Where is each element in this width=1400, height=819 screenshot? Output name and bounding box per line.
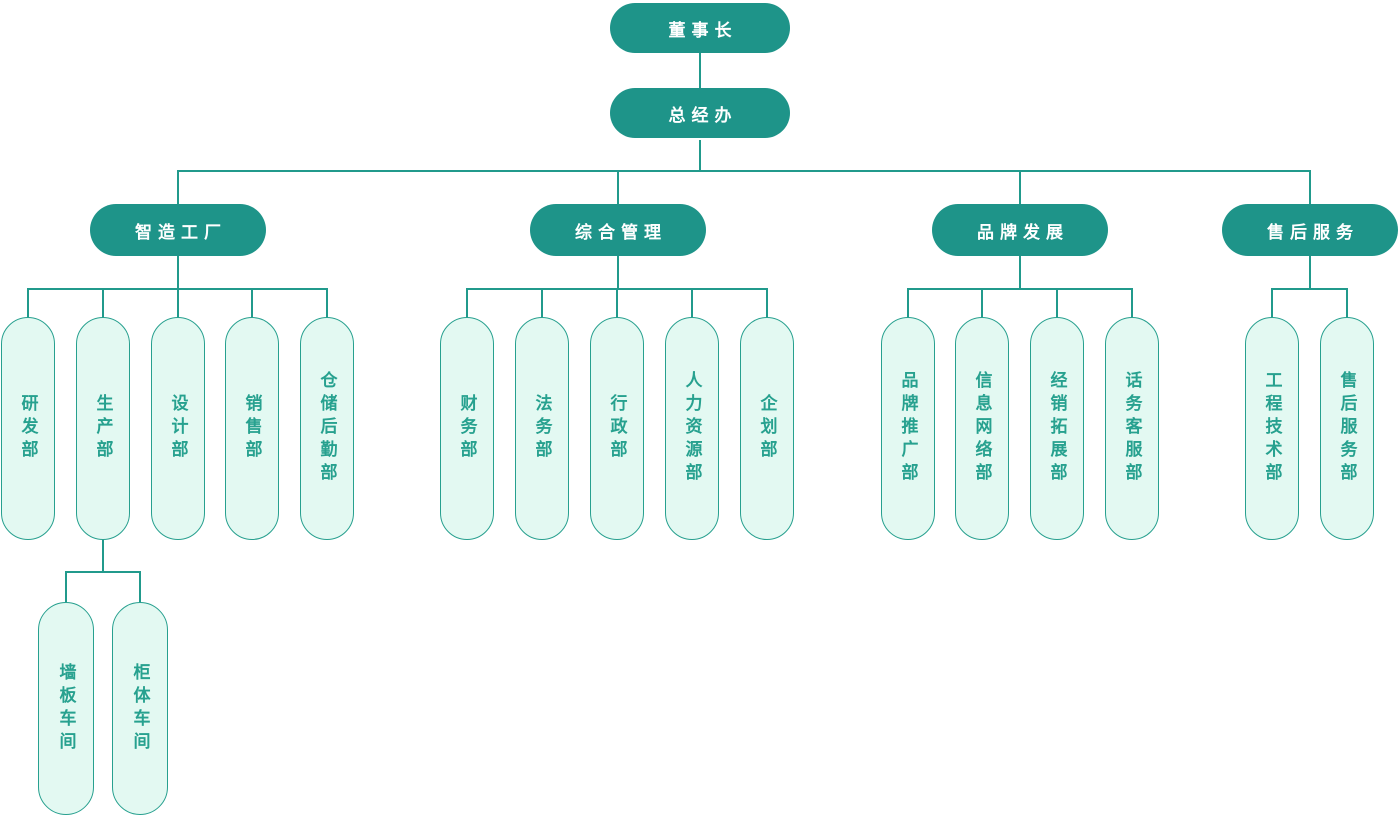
connector: [699, 140, 701, 170]
node-dept-design: 设计部: [151, 317, 205, 540]
connector: [177, 256, 179, 288]
node-smart-factory-label: 智造工厂: [135, 222, 227, 242]
connector: [1019, 170, 1021, 204]
node-dept-brand-promotion-label: 品牌推广部: [898, 371, 918, 486]
connector: [65, 571, 141, 573]
connector: [466, 288, 468, 318]
node-dept-planning-label: 企划部: [757, 394, 777, 463]
node-general-manager-office: 总经办: [610, 88, 790, 138]
connector: [616, 288, 618, 318]
node-dept-info-network-label: 信息网络部: [972, 371, 992, 486]
connector: [139, 571, 141, 602]
node-workshop-cabinet-label: 柜体车间: [130, 662, 150, 755]
node-chairman-label: 董事长: [668, 20, 738, 40]
node-dept-after-sales-label: 售后服务部: [1337, 371, 1357, 486]
connector: [326, 288, 328, 318]
node-dept-brand-promotion: 品牌推广部: [881, 317, 935, 540]
node-dept-sales: 销售部: [225, 317, 279, 540]
connector: [177, 170, 1311, 172]
node-dept-rd: 研发部: [1, 317, 55, 540]
connector: [1309, 170, 1311, 204]
connector: [65, 571, 67, 602]
connector: [617, 256, 619, 288]
node-dept-legal: 法务部: [515, 317, 569, 540]
node-dept-warehouse-logistics-label: 仓储后勤部: [317, 371, 337, 486]
node-workshop-wall-panel-label: 墙板车间: [56, 662, 76, 755]
connector: [102, 288, 104, 318]
connector: [1346, 288, 1348, 318]
node-dept-engineering-tech-label: 工程技术部: [1262, 371, 1282, 486]
node-dept-dealer-expansion-label: 经销拓展部: [1047, 371, 1067, 486]
connector: [1271, 288, 1273, 318]
node-dept-warehouse-logistics: 仓储后勤部: [300, 317, 354, 540]
node-general-management-label: 综合管理: [575, 222, 667, 242]
node-general-manager-office-label: 总经办: [668, 105, 738, 125]
node-chairman: 董事长: [610, 3, 790, 53]
node-brand-development-label: 品牌发展: [977, 222, 1069, 242]
node-dept-admin: 行政部: [590, 317, 644, 540]
node-dept-finance-label: 财务部: [457, 394, 477, 463]
node-dept-planning: 企划部: [740, 317, 794, 540]
connector: [907, 288, 1133, 290]
connector: [251, 288, 253, 318]
node-dept-hr: 人力资源部: [665, 317, 719, 540]
node-dept-call-center: 话务客服部: [1105, 317, 1159, 540]
connector: [1271, 288, 1348, 290]
node-dept-engineering-tech: 工程技术部: [1245, 317, 1299, 540]
node-workshop-cabinet: 柜体车间: [112, 602, 168, 815]
connector: [541, 288, 543, 318]
connector: [177, 288, 179, 318]
connector: [907, 288, 909, 318]
node-dept-info-network: 信息网络部: [955, 317, 1009, 540]
node-dept-rd-label: 研发部: [18, 394, 38, 463]
connector: [1019, 256, 1021, 288]
connector: [1131, 288, 1133, 318]
node-dept-after-sales: 售后服务部: [1320, 317, 1374, 540]
node-dept-design-label: 设计部: [168, 394, 188, 463]
node-dept-dealer-expansion: 经销拓展部: [1030, 317, 1084, 540]
connector: [766, 288, 768, 318]
node-workshop-wall-panel: 墙板车间: [38, 602, 94, 815]
connector: [617, 170, 619, 204]
connector: [1309, 256, 1311, 288]
node-brand-development: 品牌发展: [932, 204, 1108, 256]
node-dept-sales-label: 销售部: [242, 394, 262, 463]
connector: [699, 53, 701, 88]
node-after-sales-service-label: 售后服务: [1267, 222, 1359, 242]
node-dept-hr-label: 人力资源部: [682, 371, 702, 486]
connector: [691, 288, 693, 318]
connector: [981, 288, 983, 318]
node-after-sales-service: 售后服务: [1222, 204, 1398, 256]
node-general-management: 综合管理: [530, 204, 706, 256]
node-dept-admin-label: 行政部: [607, 394, 627, 463]
connector: [1056, 288, 1058, 318]
node-dept-finance: 财务部: [440, 317, 494, 540]
node-dept-legal-label: 法务部: [532, 394, 552, 463]
connector: [177, 170, 179, 204]
node-dept-production-label: 生产部: [93, 394, 113, 463]
node-dept-production: 生产部: [76, 317, 130, 540]
node-dept-call-center-label: 话务客服部: [1122, 371, 1142, 486]
node-smart-factory: 智造工厂: [90, 204, 266, 256]
connector: [102, 540, 104, 571]
connector: [27, 288, 29, 318]
